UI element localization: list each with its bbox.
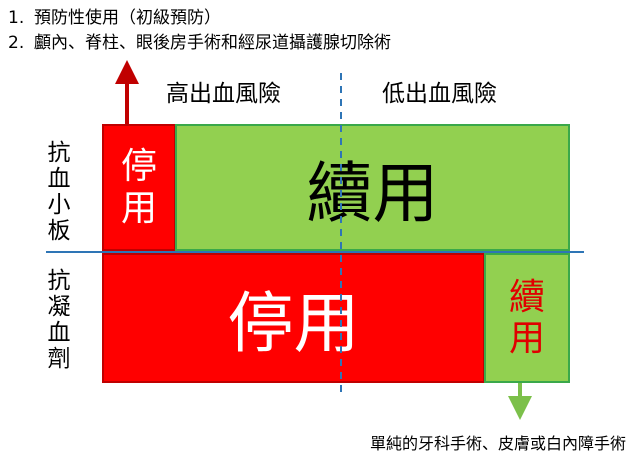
row-label-char: 抗 xyxy=(47,140,71,166)
cell-text: 續用 xyxy=(306,154,439,232)
bottom-note: 單純的牙科手術、皮膚或白內障手術 xyxy=(369,434,626,453)
list-item: 1. 預防性使用（初級預防） xyxy=(8,6,391,31)
cell-antiplatelet-low-risk: 續用 xyxy=(175,124,570,251)
numbered-list: 1. 預防性使用（初級預防） 2. 顱內、脊柱、眼後房手術和經尿道攝護腺切除術 xyxy=(8,6,391,56)
list-number: 2. xyxy=(8,33,25,53)
list-text: 預防性使用（初級預防） xyxy=(34,8,221,28)
row-label-char: 小 xyxy=(47,192,71,218)
header-low-bleeding-risk: 低出血風險 xyxy=(382,81,497,107)
row-label-char: 血 xyxy=(47,320,71,346)
cell-char: 用 xyxy=(120,187,157,229)
row-label-anticoagulant: 抗 凝 血 劑 xyxy=(44,268,74,372)
cell-anticoagulant-low-risk: 續 用 xyxy=(484,253,570,383)
row-label-char: 凝 xyxy=(47,294,71,320)
cell-char: 停 xyxy=(120,146,157,188)
list-text: 顱內、脊柱、眼後房手術和經尿道攝護腺切除術 xyxy=(34,33,391,53)
row-label-char: 劑 xyxy=(47,346,71,372)
cell-char: 用 xyxy=(508,318,545,359)
row-label-antiplatelet: 抗 血 小 板 xyxy=(44,140,74,244)
cell-text: 停用 xyxy=(227,285,360,362)
list-number: 1. xyxy=(8,8,25,28)
cell-anticoagulant-high-risk: 停用 xyxy=(102,253,485,383)
row-label-char: 板 xyxy=(47,218,71,244)
row-label-char: 血 xyxy=(47,166,71,192)
list-item: 2. 顱內、脊柱、眼後房手術和經尿道攝護腺切除術 xyxy=(8,31,391,56)
row-label-char: 抗 xyxy=(47,268,71,294)
cell-char: 續 xyxy=(508,276,545,318)
header-high-bleeding-risk: 高出血風險 xyxy=(166,81,281,107)
cell-antiplatelet-high-risk: 停 用 xyxy=(102,124,176,251)
